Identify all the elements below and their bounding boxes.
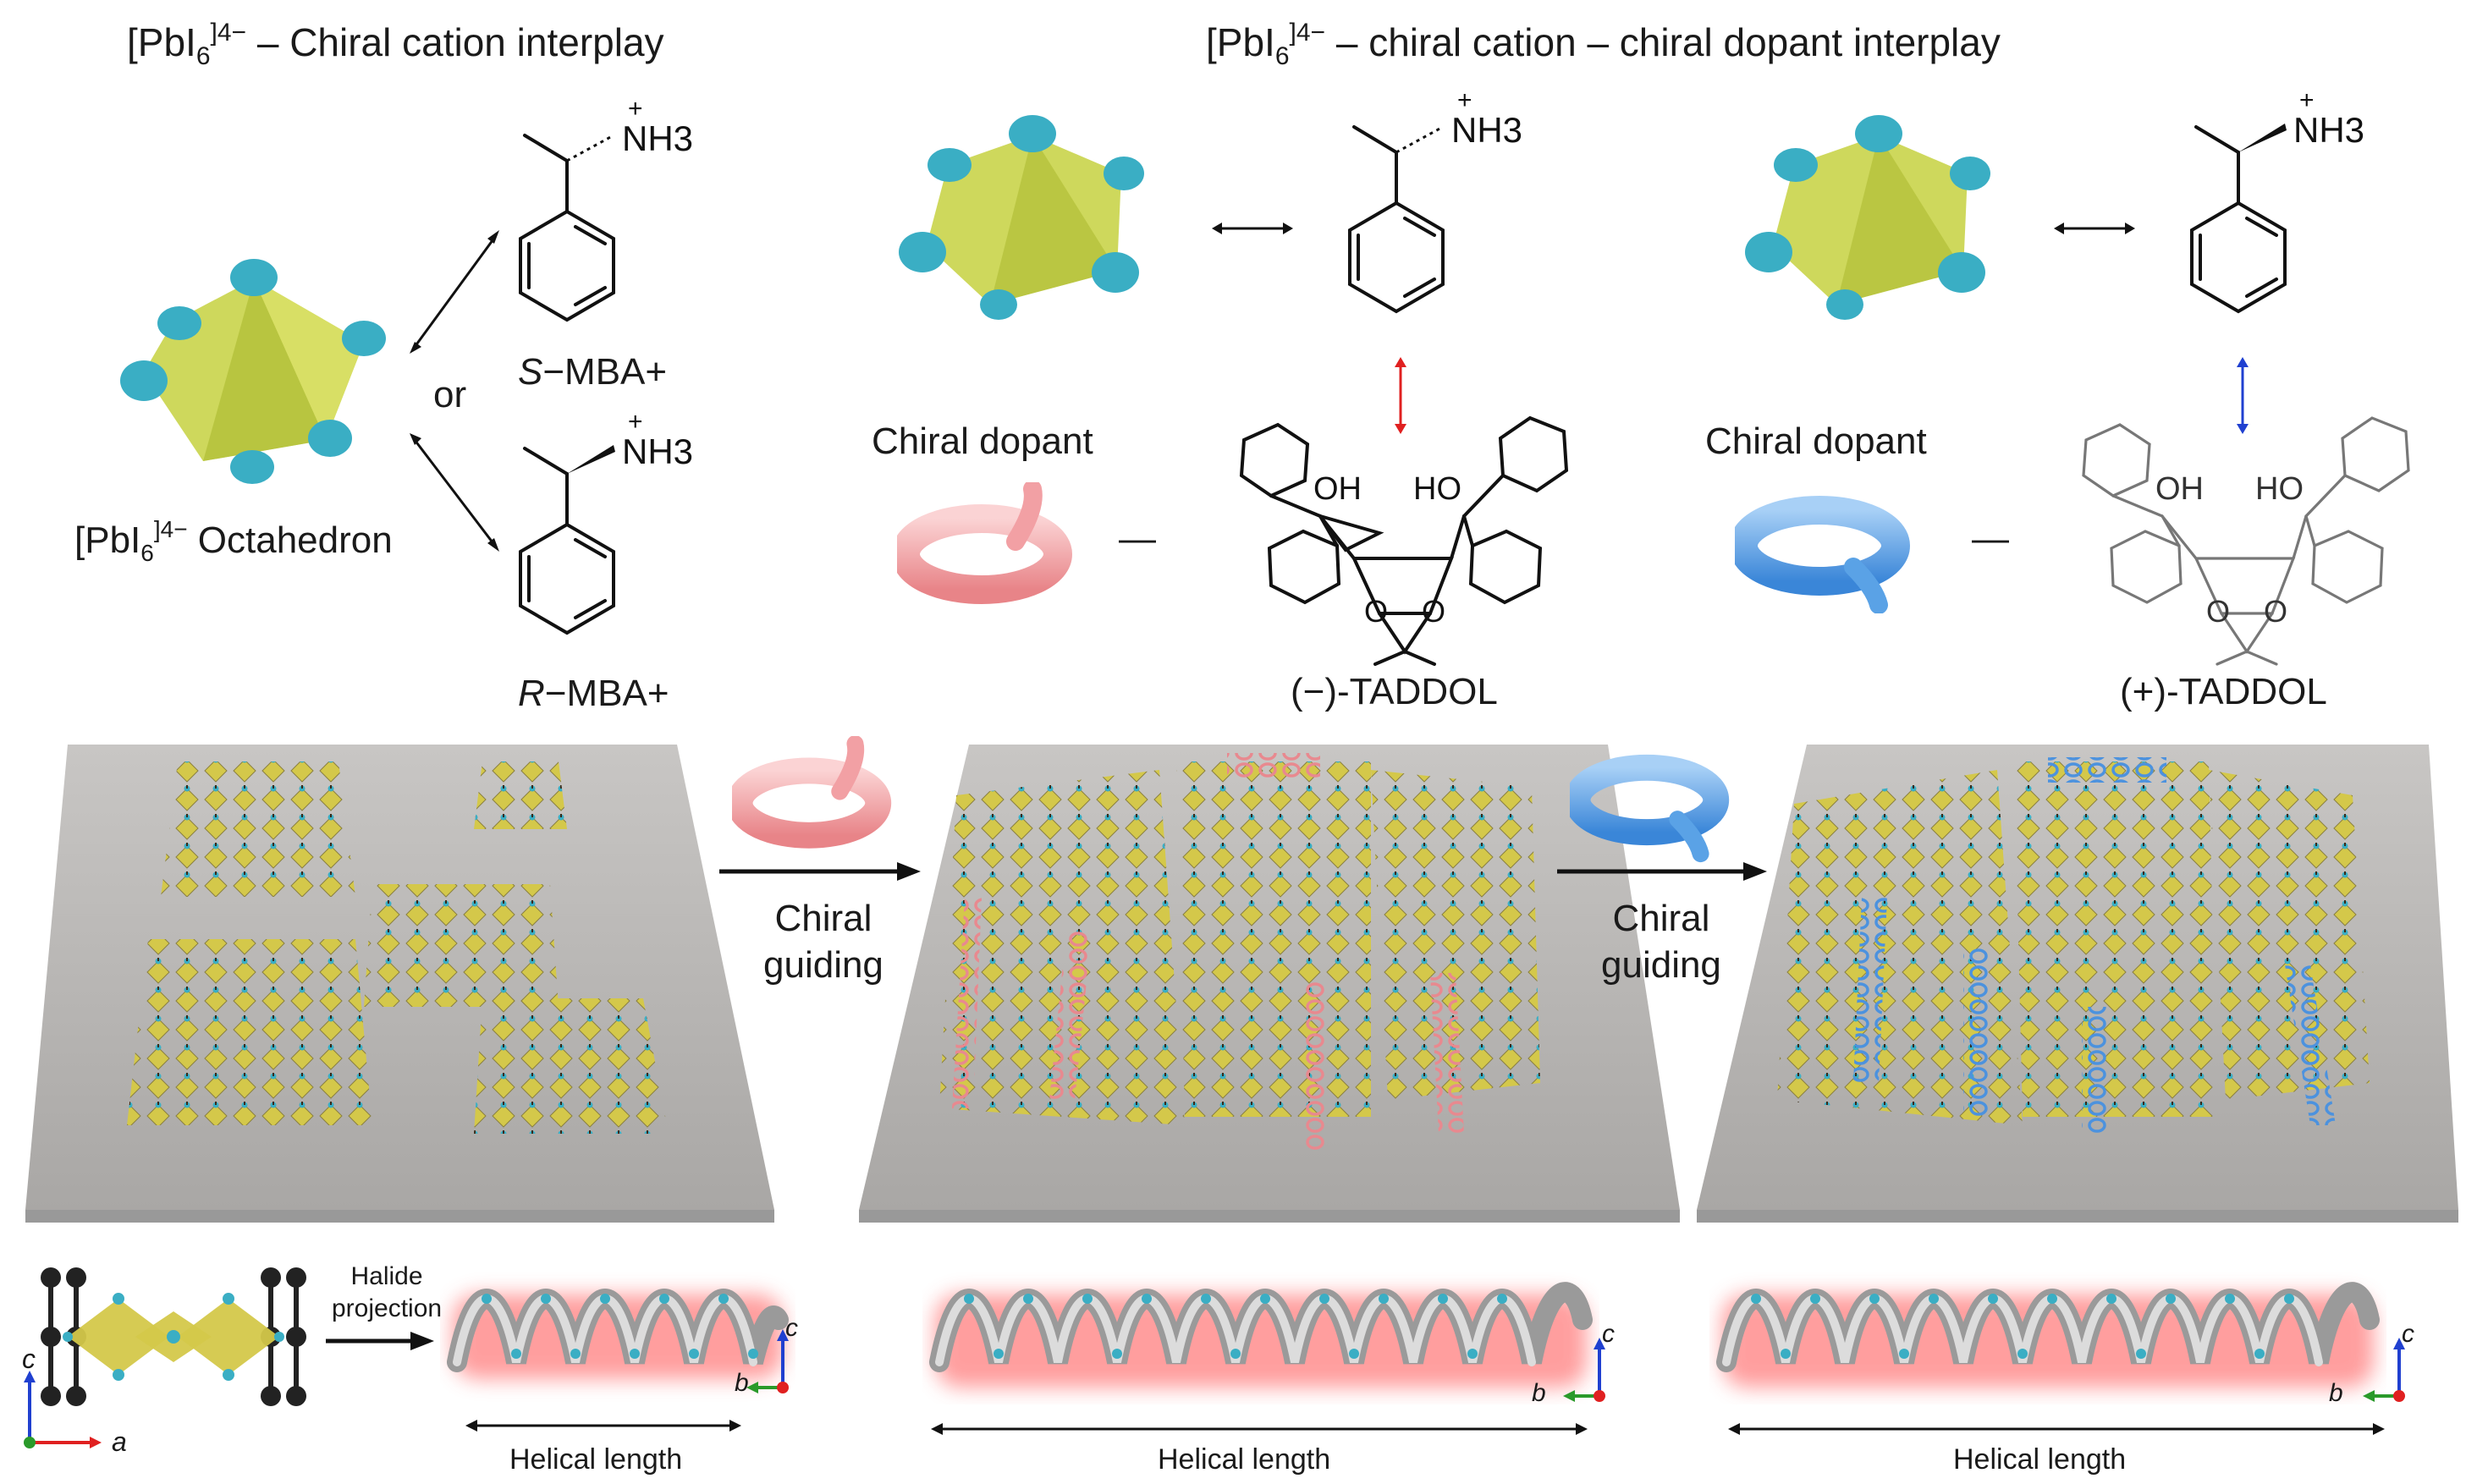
svg-text:O: O <box>2206 594 2230 629</box>
svg-text:NH3: NH3 <box>1451 110 1522 150</box>
helix-long-right <box>1716 1282 2380 1388</box>
helix-long-middle <box>929 1282 1593 1388</box>
taddol-minus-label: (−)-TADDOL <box>1291 671 1498 712</box>
bc-axis-indicator-3 <box>2363 1338 2405 1402</box>
helical-length-label-2: Helical length <box>1158 1443 1331 1476</box>
blue-dopant-process-icon <box>1570 754 1730 863</box>
process-arrow-1 <box>719 862 921 881</box>
octahedron-right <box>1745 115 1990 320</box>
red-vertical-arrow <box>1395 357 1406 434</box>
svg-text:OH: OH <box>2155 471 2204 507</box>
helical-length-label-3: Helical length <box>1953 1443 2127 1476</box>
helical-length-arrow-1 <box>465 1420 741 1432</box>
svg-text:+: + <box>2299 86 2315 114</box>
taddol-minus-structure: OH HO O O <box>1239 415 1569 666</box>
svg-text:O: O <box>1422 594 1445 629</box>
crystal-projection-illustration <box>41 1267 306 1406</box>
axis-b-2: b <box>1532 1379 1546 1407</box>
axis-c-3: c <box>2402 1320 2414 1348</box>
svg-text:HO: HO <box>2255 471 2304 507</box>
s-mba-label: S−MBA+ <box>518 351 668 393</box>
axis-c-left: c <box>22 1344 36 1374</box>
helical-length-arrow-3 <box>1728 1423 2385 1435</box>
blue-dopant-icon <box>1735 496 1910 613</box>
octahedron-illustration <box>120 259 386 484</box>
axis-c-1: c <box>785 1314 798 1342</box>
svg-text:OH: OH <box>1313 471 1362 507</box>
axis-c-2: c <box>1602 1320 1615 1348</box>
pink-dopant-icon <box>897 482 1072 604</box>
bc-axis-indicator-1 <box>746 1329 789 1393</box>
svg-text:+: + <box>1457 86 1472 114</box>
svg-text:NH3: NH3 <box>622 118 693 158</box>
svg-text:+: + <box>628 95 643 123</box>
svg-text:NH3: NH3 <box>2293 110 2364 150</box>
process-arrow-2 <box>1557 862 1767 881</box>
chiral-dopant-label-pink: Chiral dopant <box>872 420 1093 462</box>
chiral-dopant-label-blue: Chiral dopant <box>1705 420 1927 462</box>
bc-axis-indicator-2 <box>1563 1338 1605 1402</box>
helix-short <box>447 1289 789 1379</box>
ca-axis-indicator <box>24 1371 102 1448</box>
double-arrow-right <box>2054 223 2135 234</box>
svg-text:HO: HO <box>1413 471 1461 507</box>
right-panel-title: [PbI6]4− – chiral cation – chiral dopant… <box>1206 19 2001 71</box>
r-mba-right-structure: NH3 + <box>2190 86 2364 314</box>
taddol-plus-structure: OH HO O O <box>2082 416 2410 666</box>
helical-length-arrow-2 <box>931 1423 1588 1435</box>
pink-dopant-process-icon <box>732 736 892 849</box>
svg-text:NH3: NH3 <box>622 431 693 471</box>
s-mba-middle-structure: NH3 + <box>1348 86 1522 314</box>
double-arrow-middle <box>1212 223 1293 234</box>
svg-text:O: O <box>1364 594 1388 629</box>
octahedron-label: [PbI6]4− Octahedron <box>74 516 393 566</box>
axis-b-3: b <box>2329 1379 2343 1407</box>
axis-b-1: b <box>735 1369 749 1397</box>
blue-vertical-arrow <box>2237 357 2249 434</box>
cation-arrows <box>410 230 499 552</box>
svg-text:+: + <box>628 408 643 436</box>
r-mba-structure: NH3 + <box>519 408 693 635</box>
taddol-plus-label: (+)-TADDOL <box>2120 671 2327 712</box>
r-mba-label: R−MBA+ <box>518 673 669 714</box>
dopant-dash-1: — <box>1119 518 1156 559</box>
substrate-panels <box>25 745 2458 1223</box>
helical-length-label-1: Helical length <box>509 1443 683 1476</box>
or-label: or <box>433 374 467 415</box>
svg-text:O: O <box>2264 594 2287 629</box>
left-panel-title: [PbI6]4− – Chiral cation interplay <box>127 19 664 71</box>
axis-a-left: a <box>112 1426 127 1457</box>
octahedron-middle <box>899 115 1144 320</box>
halide-projection-arrow <box>326 1332 434 1350</box>
s-mba-structure: NH3 + <box>519 95 693 322</box>
dopant-dash-2: — <box>1972 518 2009 559</box>
